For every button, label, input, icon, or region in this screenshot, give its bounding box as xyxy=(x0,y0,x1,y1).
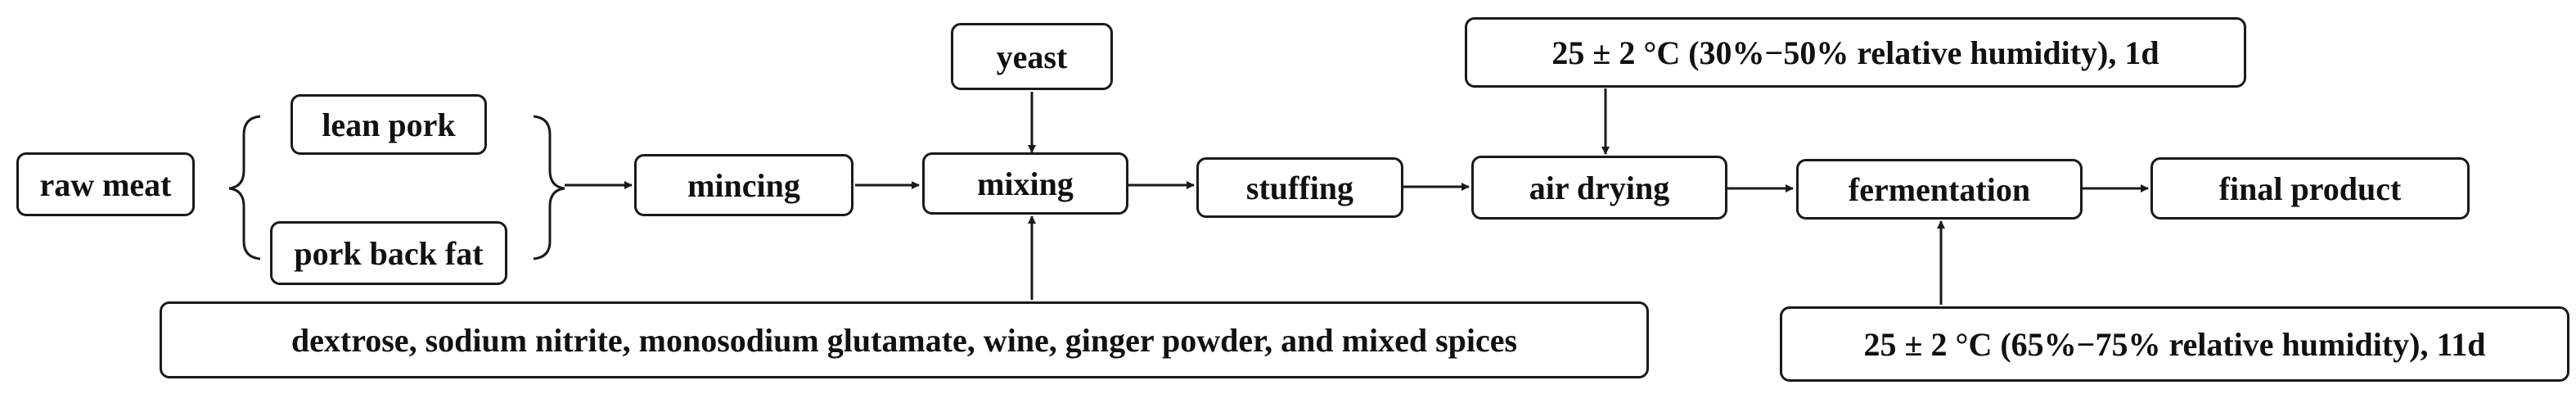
yeast-box: yeast xyxy=(951,23,1113,90)
additives-box: dextrose, sodium nitrite, monosodium glu… xyxy=(160,301,1649,378)
pork-back-fat-box: pork back fat xyxy=(270,221,507,285)
air-drying-box: air drying xyxy=(1471,156,1727,220)
fermentation-box: fermentation xyxy=(1796,159,2083,220)
fermentation-condition-box: 25 ± 2 °C (65%−75% relative humidity), 1… xyxy=(1780,306,2569,382)
right-brace xyxy=(533,115,565,260)
lean-pork-box: lean pork xyxy=(290,94,487,155)
left-brace xyxy=(228,115,261,260)
mixing-box: mixing xyxy=(922,152,1128,215)
final-product-box: final product xyxy=(2150,157,2470,220)
raw-meat-box: raw meat xyxy=(16,152,195,216)
air-drying-condition-box: 25 ± 2 °C (30%−50% relative humidity), 1… xyxy=(1465,17,2246,88)
mincing-box: mincing xyxy=(634,154,853,216)
stuffing-box: stuffing xyxy=(1196,157,1403,218)
